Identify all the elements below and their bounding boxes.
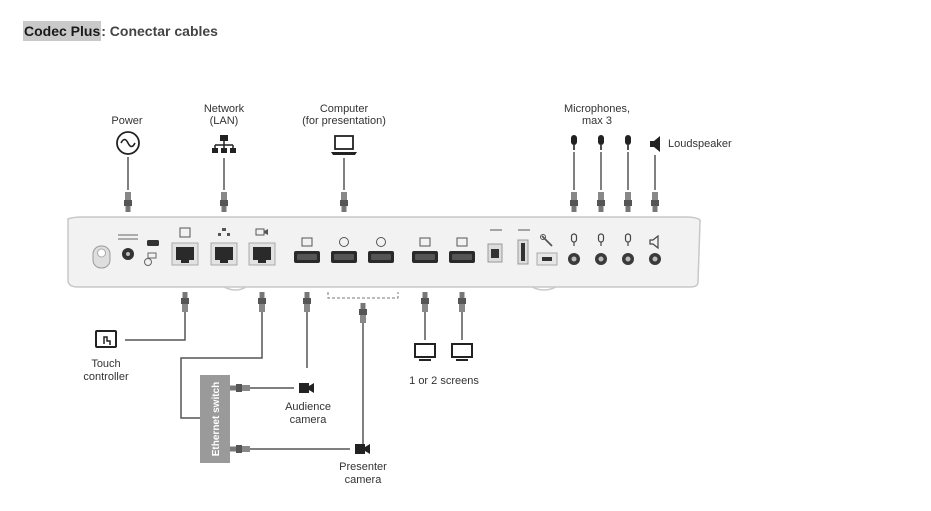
screen-1-icon-monitor <box>414 343 436 361</box>
hdmi-in-bracket <box>327 292 399 299</box>
hdmi-in-2-icon <box>339 237 349 247</box>
page-title: Codec Plus: Conectar cables <box>23 21 218 41</box>
hdmi-out-1-port <box>412 251 438 263</box>
label-microphones-line2: max 3 <box>582 115 612 127</box>
microphone-1-plug <box>570 192 578 212</box>
network-port-icon <box>218 228 230 236</box>
label-microphones-line1: Microphones, <box>564 103 630 115</box>
touch-port-icon <box>179 227 191 238</box>
audience-camera-plug <box>303 292 311 312</box>
hdmi-in-3-icon <box>376 237 386 247</box>
power-icon <box>116 131 140 155</box>
switch-cable <box>180 312 263 419</box>
label-loudspeaker: Loudspeaker <box>668 138 732 150</box>
micro-usb-port <box>536 252 558 266</box>
presenter-camera-ethernet-plug <box>230 445 250 453</box>
touch-ethernet-port <box>171 242 199 266</box>
audience-camera-ethernet-plug <box>230 384 250 392</box>
label-computer-line2: (for presentation) <box>302 115 386 127</box>
touch-cable <box>125 312 186 341</box>
camera-ethernet-port <box>248 242 276 266</box>
screen-2-icon-monitor <box>451 343 473 361</box>
network-ethernet-port <box>210 242 238 266</box>
microphone-1-icon <box>571 135 577 150</box>
label-audience-line1: Audience <box>285 401 331 413</box>
presenter-camera-plug <box>359 303 367 323</box>
page-title-highlight: Codec Plus <box>23 21 102 41</box>
label-presenter-line2: camera <box>345 474 383 486</box>
screen-1-icon <box>419 237 431 247</box>
network-plug <box>220 192 228 212</box>
ethernet-switch <box>200 375 230 463</box>
wrench-icon <box>540 234 553 247</box>
usb-b-port <box>487 243 503 263</box>
microphone-3-icon <box>625 135 631 150</box>
label-touch-line2: controller <box>83 371 129 383</box>
page-title-rest: : Conectar cables <box>101 23 218 39</box>
camera-port-icon <box>255 228 268 236</box>
speaker-jack <box>649 253 661 265</box>
dc-power-port <box>118 234 138 260</box>
label-network-line2: (LAN) <box>210 115 239 127</box>
loudspeaker-plug <box>651 192 659 212</box>
laptop-icon <box>331 135 357 155</box>
power-switch <box>92 245 111 269</box>
touch-plug <box>181 292 189 312</box>
hdmi-out-2-port <box>449 251 475 263</box>
lock-icon <box>147 252 157 259</box>
network-icon <box>212 135 236 153</box>
mic-1-jack <box>568 253 580 265</box>
hdmi-in-3-port <box>368 251 394 263</box>
hdmi-in-2-port <box>331 251 357 263</box>
label-presenter-line1: Presenter <box>339 461 387 473</box>
label-power: Power <box>111 115 143 127</box>
touch-controller-icon <box>95 330 117 348</box>
power-plug <box>124 192 132 212</box>
microphone-2-plug <box>597 192 605 212</box>
speaker-port-icon <box>649 234 659 250</box>
microphone-2-icon <box>598 135 604 150</box>
presenter-camera-icon <box>355 444 370 454</box>
hdmi-in-1-port <box>294 251 320 263</box>
reset-icon <box>144 258 152 266</box>
mic-3-jack <box>622 253 634 265</box>
usb-c-port <box>147 240 159 246</box>
computer-plug <box>340 192 348 212</box>
label-touch-line1: Touch <box>91 358 120 370</box>
usb-a-port <box>517 239 529 265</box>
hdmi-in-1-icon <box>301 237 313 247</box>
label-ethernet-switch: Ethernet switch <box>211 382 222 456</box>
microphone-3-plug <box>624 192 632 212</box>
screen-2-icon <box>456 237 468 247</box>
label-network-line1: Network <box>204 103 245 115</box>
loudspeaker-icon <box>650 136 660 152</box>
screen-1-plug <box>421 292 429 312</box>
label-screens: 1 or 2 screens <box>409 375 479 387</box>
switch-plug <box>258 292 266 312</box>
mic-2-jack <box>595 253 607 265</box>
audience-camera-icon <box>299 383 314 393</box>
label-audience-line2: camera <box>290 414 328 426</box>
screen-2-plug <box>458 292 466 312</box>
label-computer-line1: Computer <box>320 103 369 115</box>
